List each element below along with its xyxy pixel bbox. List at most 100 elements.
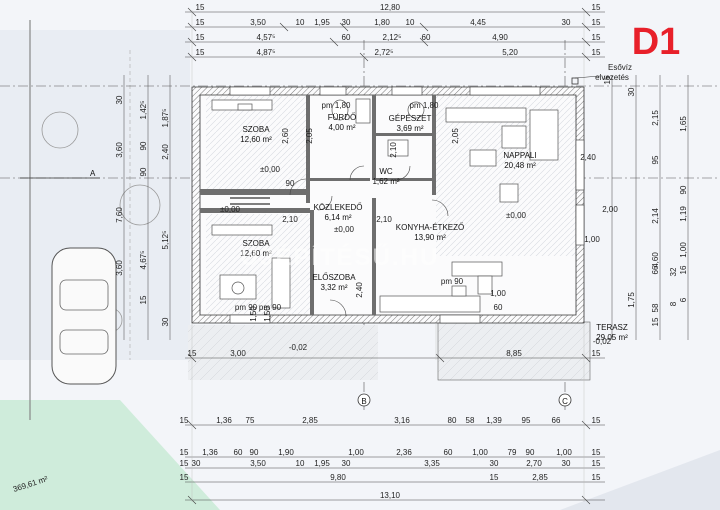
dimension-label: 60: [444, 448, 453, 457]
dimension-label: 30: [192, 459, 201, 468]
dimension-label: 15: [592, 48, 601, 57]
room-area-label: 4,00 m²: [328, 123, 355, 132]
dimension-label: 2,36: [396, 448, 412, 457]
dimension-label: 95: [522, 416, 531, 425]
watermark-text: ÚJÉPÍTÉSŰ.HU: [241, 243, 440, 271]
level-marker: ±0,00: [334, 225, 355, 234]
dimension-label: 4,67⁵: [139, 251, 148, 270]
dimension-label: 8,85: [506, 349, 522, 358]
dimension-label: 90: [250, 448, 259, 457]
dimension-label: 1,39: [486, 416, 502, 425]
room-name-label: FÜRDŐ: [328, 113, 356, 122]
dimension-label: 6: [679, 297, 688, 302]
dimension-label: 30: [342, 18, 351, 27]
dimension-label: 3,00: [230, 349, 246, 358]
opening-label: pm 90: [235, 303, 258, 312]
bedroom-floor: [206, 96, 306, 189]
room-name-label: KONYHA-ÉTKEZŐ: [396, 223, 464, 232]
dimension-label: 1,42⁵: [139, 101, 148, 120]
furniture: [211, 98, 559, 313]
dimension-label: 12,80: [380, 3, 401, 12]
dimension-label: 10: [296, 18, 305, 27]
dimension-label: 90: [679, 185, 688, 194]
dimension-label: 2,05: [451, 128, 460, 144]
dimension-label: 3,35: [424, 459, 440, 468]
sheet-badge: D1: [632, 21, 681, 63]
room-area-label: 3,32 m²: [320, 283, 347, 292]
dimension-label: 4,90: [492, 33, 508, 42]
dimension-label: 15: [592, 3, 601, 12]
extension-lines: [191, 10, 585, 502]
dimension-label: 2,10: [389, 142, 398, 158]
dimension-label: 4,87⁵: [257, 48, 276, 57]
grid-label-a: A: [90, 169, 96, 178]
room-area-label: 29,05 m²: [596, 333, 628, 342]
interior-walls: [200, 95, 436, 315]
room-name-label: ELŐSZOBA: [312, 273, 356, 282]
dimension-label: 1,36: [216, 416, 232, 425]
entrance-paving: [188, 325, 378, 380]
dimension-label: 15: [196, 3, 205, 12]
room-name-label: SZOBA: [242, 239, 270, 248]
dimension-label: 1,36: [202, 448, 218, 457]
sliding-doors: [230, 197, 270, 205]
dimension-label: 30: [342, 459, 351, 468]
room-area-label: 12,60 m²: [240, 135, 272, 144]
level-marker: ±0,00: [506, 211, 527, 220]
dimension-label: 3,60: [115, 260, 124, 276]
dimension-label: 2,05: [305, 128, 314, 144]
dimension-label: 2,12⁵: [383, 33, 402, 42]
dimension-label: 1,00: [490, 289, 506, 298]
dimension-label: 2,10: [282, 215, 298, 224]
dimension-label: 4,60: [651, 252, 660, 268]
dimension-label: 15: [180, 473, 189, 482]
dimension-label: 4,57⁵: [257, 33, 276, 42]
downpipe-label: elvezetés: [595, 73, 629, 82]
shrub-symbol: [119, 184, 161, 226]
dimension-label: 15: [592, 473, 601, 482]
opening-label: pm 90: [441, 277, 464, 286]
dimension-label: 9,80: [330, 473, 346, 482]
grid-markers: [20, 177, 572, 407]
room-name-label: KÖZLEKEDŐ: [314, 203, 363, 212]
dimension-label: 66: [552, 416, 561, 425]
level-marker: -0,02: [593, 337, 612, 346]
dimension-label: 2,14: [651, 208, 660, 224]
dimension-label: 58: [466, 416, 475, 425]
dimension-label: 15: [196, 18, 205, 27]
dimension-label: 58: [651, 303, 660, 312]
dimension-label: 30: [562, 459, 571, 468]
room-name-label: GÉPÉSZET: [389, 114, 432, 123]
dimension-label: 15: [592, 459, 601, 468]
opening-label: pm 1,80: [322, 101, 351, 110]
dimension-label: 8: [669, 301, 678, 306]
dimension-label: 1,95: [314, 459, 330, 468]
dimension-label: 1,50: [263, 306, 272, 322]
dimension-label: 60: [342, 33, 351, 42]
room-area-label: 3,69 m²: [396, 124, 423, 133]
dimension-label: 15: [180, 416, 189, 425]
dimension-label: 15: [592, 33, 601, 42]
dimension-label: 3,16: [394, 416, 410, 425]
dimension-label: 15: [139, 295, 148, 304]
dimension-label: 16: [679, 265, 688, 274]
dimension-label: 2,40: [355, 282, 364, 298]
dimension-label: 15: [592, 448, 601, 457]
dimension-label: 30: [161, 317, 170, 326]
dimension-label: 15: [180, 448, 189, 457]
dimension-label: 1,65: [679, 116, 688, 132]
opening-label: pm 90: [259, 303, 282, 312]
dimension-label: 5,20: [502, 48, 518, 57]
dimension-label: 90: [139, 167, 148, 176]
opening-label: pm 1,80: [410, 101, 439, 110]
dimension-label: 30: [490, 459, 499, 468]
dimension-label: 30: [562, 18, 571, 27]
dimension-label: 2,40: [161, 144, 170, 160]
dimension-label: 79: [508, 448, 517, 457]
level-marker: ±0,00: [260, 165, 281, 174]
dimension-label: 1,00: [472, 448, 488, 457]
dimension-label: 2,70: [526, 459, 542, 468]
room-area-label: 20,48 m²: [504, 161, 536, 170]
